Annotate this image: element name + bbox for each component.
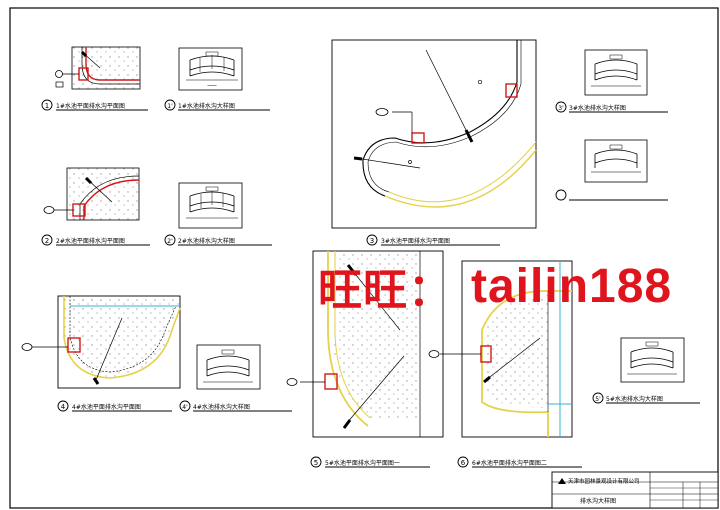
detail-caption: 5#水池排水沟大样图 — [606, 395, 663, 403]
detail-3-label: 3 3#水池平面排水沟平面图 — [366, 234, 500, 246]
detail-3prime-label: 3' 3#水池排水沟大样图 — [555, 101, 668, 113]
detail-extra-section — [584, 139, 648, 183]
detail-caption: 5#水池平面排水沟平面图一 — [325, 459, 400, 467]
detail-caption: 1#水池平面排水沟平面图 — [56, 102, 125, 110]
detail-num: 3' — [558, 105, 564, 112]
detail-extra-label — [555, 189, 668, 201]
detail-num: 4 — [61, 403, 66, 411]
detail-num: 1' — [167, 103, 173, 110]
detail-num: 5 — [314, 459, 318, 467]
detail-5prime-label: 5' 5#水池排水沟大样图 — [592, 392, 700, 404]
detail-num: 2 — [45, 237, 49, 245]
detail-caption: 3#水池排水沟大样图 — [569, 104, 626, 112]
detail-caption: 6#水池平面排水沟平面图二 — [472, 459, 547, 467]
detail-num: 5' — [595, 396, 601, 403]
detail-1prime-section: ─── — [178, 47, 243, 91]
detail-5prime-section — [620, 337, 685, 383]
detail-num: 4' — [182, 404, 188, 411]
detail-4-plan — [21, 295, 181, 389]
watermark: 旺旺： tailin188 — [318, 256, 718, 317]
detail-caption: 1#水池排水沟大样图 — [178, 102, 235, 110]
detail-caption: 4#水池平面排水沟平面图 — [72, 403, 141, 411]
title-block-drawing-name: 排水沟大样图 — [580, 497, 616, 505]
detail-4-label: 4 4#水池平面排水沟平面图 — [57, 400, 172, 412]
detail-caption: 4#水池排水沟大样图 — [193, 403, 250, 411]
detail-2prime-label: 2' 2#水池排水沟大样图 — [164, 234, 272, 246]
detail-2prime-section — [178, 182, 243, 229]
svg-text:───: ─── — [206, 83, 217, 89]
detail-caption: 2#水池排水沟大样图 — [178, 237, 235, 245]
detail-3prime-section — [584, 49, 648, 96]
detail-caption: 2#水池平面排水沟平面图 — [56, 237, 125, 245]
detail-5-plan — [286, 250, 444, 438]
detail-4prime-label: 4' 4#水池排水沟大样图 — [179, 400, 292, 412]
detail-1prime-label: 1' 1#水池排水沟大样图 — [164, 99, 270, 111]
detail-4prime-section — [196, 344, 261, 390]
watermark-contact-label: 旺旺： — [318, 265, 453, 316]
detail-1-plan — [55, 46, 141, 90]
detail-caption: 3#水池平面排水沟平面图 — [381, 237, 450, 245]
title-block: 天津市园林景观设计有限公司 排水沟大样图 — [551, 471, 719, 509]
detail-num: 2' — [167, 238, 173, 245]
detail-3-plan — [331, 39, 537, 229]
watermark-contact-id: tailin188 — [471, 259, 673, 313]
detail-num: 1 — [45, 102, 49, 110]
title-block-company: 天津市园林景观设计有限公司 — [568, 477, 640, 485]
detail-6-plan — [428, 260, 573, 438]
detail-6-label: 6 6#水池平面排水沟平面图二 — [457, 456, 582, 468]
detail-1-label: 1 1#水池平面排水沟平面图 — [41, 99, 148, 111]
sheet-border — [9, 7, 719, 509]
detail-5-label: 5 5#水池平面排水沟平面图一 — [310, 456, 430, 468]
detail-num: 3 — [370, 237, 374, 245]
detail-2-plan — [43, 167, 140, 221]
detail-2-label: 2 2#水池平面排水沟平面图 — [41, 234, 150, 246]
detail-num: 6 — [461, 459, 466, 467]
